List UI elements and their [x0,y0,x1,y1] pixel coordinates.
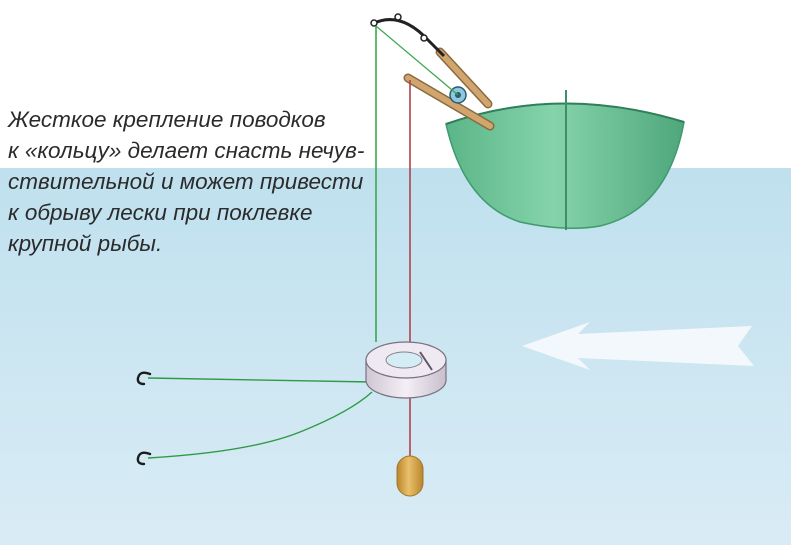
caption-line: ствительной и может привести [8,169,364,194]
caption-line: Жесткое крепление поводков [8,107,326,132]
hook-icon [136,451,152,466]
boat-icon [445,90,685,230]
fishing-rod-icon [370,13,495,131]
leader-lines [147,377,373,459]
main-line-to-reel [375,25,459,96]
caption-text: Жесткое крепление поводков к «кольцу» де… [8,104,388,259]
caption-line: к обрыву лески при поклевке [8,200,313,225]
ring-feeder-icon [365,341,447,399]
sinker-weight-icon [396,455,424,497]
hook-icon [136,371,152,386]
caption-line: к «кольцу» делает снасть нечув- [8,138,365,163]
current-arrow-icon [522,322,754,370]
caption-line: крупной рыбы. [8,231,163,256]
